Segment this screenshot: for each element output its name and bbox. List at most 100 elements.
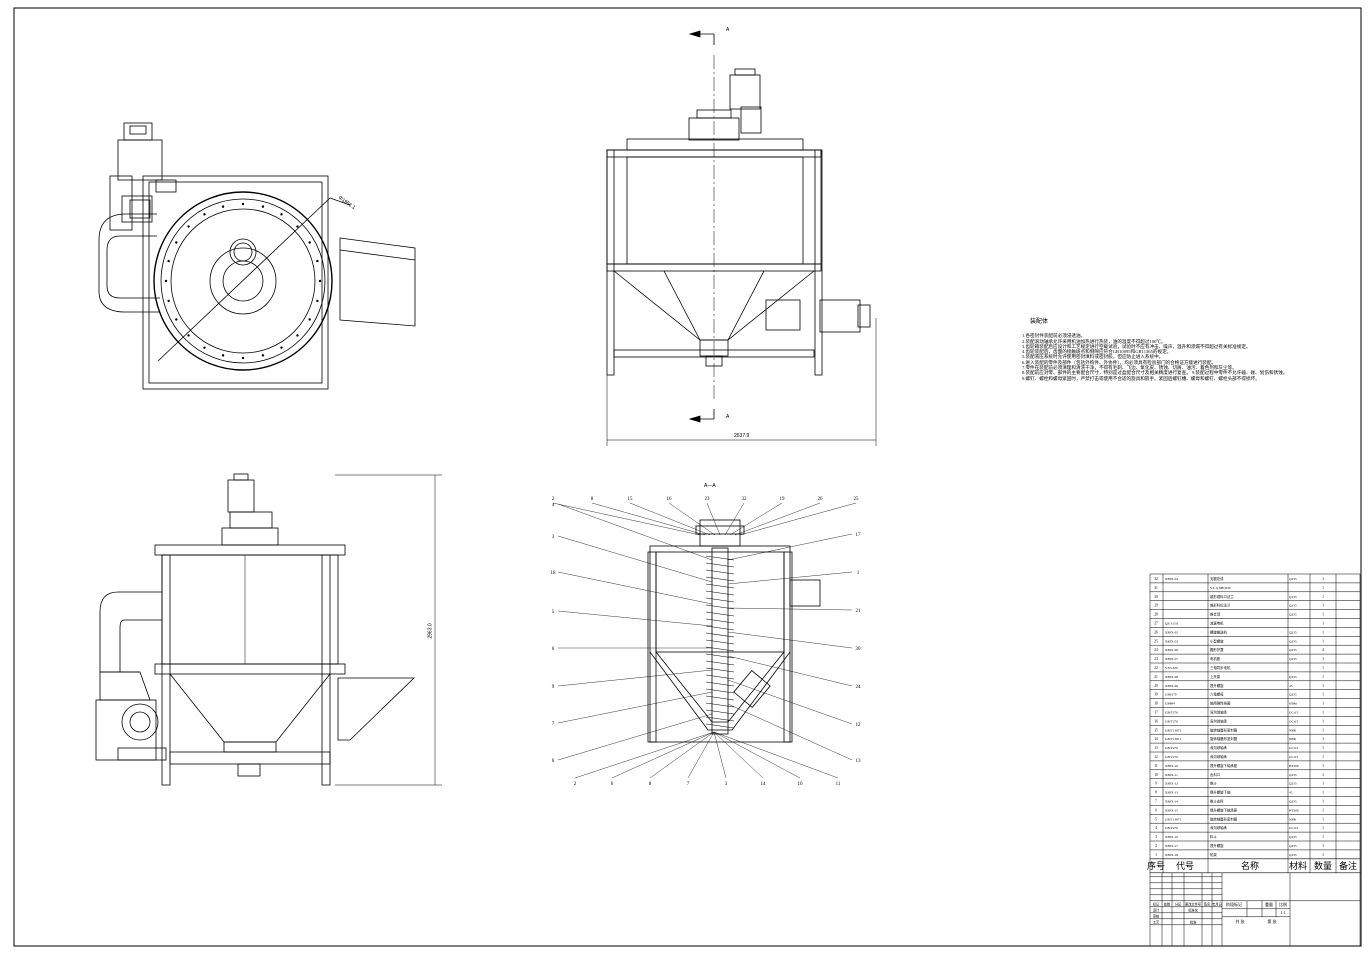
screw-flight <box>705 695 735 701</box>
bom-cell-no: 30 <box>1154 595 1158 599</box>
bom-cell-name: 螺旋输送机 <box>1210 629 1228 634</box>
bom-cell-qty: 4 <box>1322 648 1324 652</box>
bom-cell-qty: 1 <box>1322 675 1324 679</box>
bom-cell-no: 4 <box>1155 826 1157 830</box>
title-cell: 签名 <box>1204 901 1210 906</box>
bom-cell-no: 5 <box>1155 817 1157 821</box>
bom-cell-name: 三相异步电机 <box>1210 665 1231 670</box>
bom-cell-code: XBJX-16 <box>1165 835 1178 839</box>
leader-line <box>557 503 713 561</box>
balloon-label: 6 <box>611 782 614 787</box>
section-view-title: A—A <box>704 483 716 489</box>
leader-line <box>727 571 853 585</box>
balloon-label: 2 <box>574 782 577 787</box>
bom-cell-qty: 1 <box>1322 586 1324 590</box>
screw-flight <box>705 681 735 687</box>
bom-cell-name: YZ-1(XBJ)250 <box>1210 586 1231 590</box>
section-letter-top: A <box>726 27 730 33</box>
balloon-label: 32 <box>742 497 748 502</box>
balloon-label: 17 <box>856 533 862 538</box>
bom-cell-qty: 1 <box>1322 791 1324 795</box>
bom-cell-material: Q235 <box>1289 693 1297 697</box>
title-cell: 设计 <box>1153 907 1160 912</box>
screw-flight <box>705 625 735 631</box>
bom-cell-name: 深沟球轴承 <box>1210 754 1228 759</box>
bolt-dot <box>280 213 283 216</box>
bom-cell-qty: 1 <box>1322 764 1324 768</box>
bolt-dot <box>296 334 299 337</box>
bom-cell-no: 17 <box>1154 711 1158 715</box>
bom-cell-code: GB/T276 <box>1165 719 1178 723</box>
title-cell: 标记 <box>1153 901 1160 906</box>
bom-cell-name: 小型螺旋 <box>1210 638 1224 643</box>
bom-cell-code: GB/T276 <box>1165 746 1178 750</box>
bom-cell-qty: 1 <box>1322 666 1324 670</box>
bolt-dot <box>318 279 322 283</box>
bom-cell-material: Q235 <box>1289 577 1297 581</box>
bom-cell-no: 32 <box>1154 577 1158 581</box>
bolt-dot <box>241 202 245 206</box>
bom-cell-no: 15 <box>1154 728 1158 732</box>
bom-cell-material: Q235 <box>1289 675 1297 679</box>
balloon-label: 19 <box>780 497 786 502</box>
bom-cell-name: 六角螺母 <box>1210 692 1224 697</box>
bom-header-cell: 名称 <box>1241 860 1259 871</box>
leader-line <box>629 502 711 536</box>
screw-flight <box>705 660 735 666</box>
dim-width: 2537.9 <box>734 433 750 439</box>
bom-cell-code: XBJX-17 <box>1165 844 1178 848</box>
title-cell: 审核 <box>1153 913 1160 918</box>
screw-flight <box>705 709 735 715</box>
screw-flight <box>705 702 735 708</box>
title-cell: 分区 <box>1175 901 1182 906</box>
bom-cell-code: XBJX-18 <box>1165 853 1178 857</box>
screw-flight <box>705 604 735 610</box>
bom-cell-code: YX3-100 <box>1165 666 1178 670</box>
leader-line <box>739 502 857 536</box>
note-line: 9.螺钉、螺栓和螺母紧固时，严禁打击或使用不合适的旋具和扳手。紧固后螺钉槽、螺母… <box>1022 375 1260 381</box>
balloon-label: 24 <box>856 685 862 690</box>
bom-cell-material: Q235 <box>1289 657 1297 661</box>
bom-cell-name: 减速电机 <box>1210 621 1224 626</box>
screw-flight <box>705 639 735 645</box>
bolt-dot <box>187 334 190 337</box>
bom-cell-material: GCr15 <box>1289 826 1299 830</box>
balloon-label: 15 <box>628 497 634 502</box>
screw-flight <box>705 576 735 582</box>
screw-flight <box>705 597 735 603</box>
screw-flight <box>705 583 735 589</box>
bom-cell-name: 深沟球轴承 <box>1210 825 1228 830</box>
bom-cell-no: 9 <box>1155 782 1157 786</box>
screw-flight <box>705 618 735 624</box>
bolt-dot <box>261 205 265 208</box>
title-cell: 批准 <box>1190 919 1197 924</box>
leader-line <box>727 631 853 649</box>
bom-cell-qty: 1 <box>1322 630 1324 634</box>
bom-cell-qty: 1 <box>1322 773 1324 777</box>
balloon-label: 2 <box>552 497 555 502</box>
bom-cell-no: 25 <box>1154 639 1158 643</box>
bom-cell-name: 锥形料位法兰 <box>1210 603 1231 608</box>
leader-line <box>727 679 853 725</box>
leader-line <box>557 535 713 583</box>
bom-cell-qty: 1 <box>1322 808 1324 812</box>
notes-title: 装配体 <box>1030 319 1049 325</box>
screw-flight <box>705 562 735 568</box>
bom-cell-name: 出料口 <box>1210 772 1220 777</box>
bom-header-cell: 代号 <box>1176 861 1194 871</box>
bom-cell-qty: 1 <box>1322 782 1324 786</box>
title-cell: 更改文件号 <box>1185 901 1201 906</box>
balloon-label: 3 <box>725 782 728 787</box>
bom-cell-no: 18 <box>1154 702 1158 706</box>
bom-cell-code: XBJX-14 <box>1165 800 1178 804</box>
bom-cell-qty: 1 <box>1322 826 1324 830</box>
bom-cell-name: 支腿总成 <box>1210 576 1224 581</box>
bolt-dot <box>280 346 283 349</box>
leader-line <box>557 610 713 627</box>
leader-line <box>706 502 721 536</box>
section-letter-bottom: A <box>726 414 730 420</box>
bom-cell-name: 旋转轴唇形密封圈 <box>1210 816 1238 821</box>
bom-cell-name: 料斗 <box>1210 834 1217 839</box>
bolt-dot <box>221 354 225 357</box>
bom-cell-name: 上托架 <box>1210 674 1221 679</box>
